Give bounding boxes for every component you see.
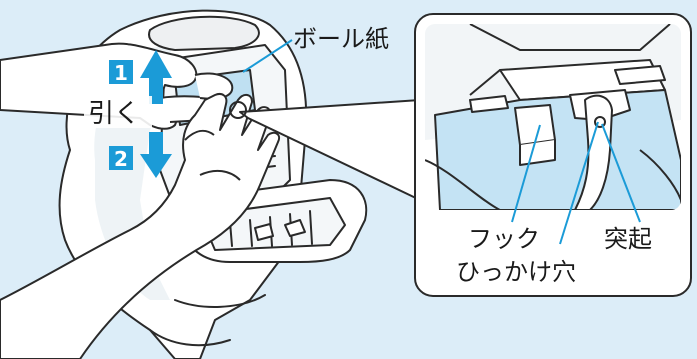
step-1-badge — [109, 60, 133, 84]
lower-hand — [0, 93, 280, 359]
hook-hole-label: ひっかけ穴 — [456, 258, 576, 286]
hook-hole-leader — [559, 121, 599, 245]
arrow-down-icon — [140, 132, 172, 178]
pull-label: 引く — [88, 99, 140, 129]
hook-label: フック — [468, 225, 540, 253]
step-2-number: 2 — [114, 147, 128, 171]
step-2-badge — [109, 146, 133, 170]
arrow-up-icon — [140, 50, 172, 104]
cardboard-leader — [242, 39, 293, 73]
closeup-image — [425, 24, 681, 210]
cardboard-label: ボール紙 — [293, 25, 389, 53]
protrusion-label: 突起 — [604, 225, 652, 253]
step-1-number: 1 — [114, 61, 128, 85]
hook-leader — [511, 124, 541, 223]
protrusion-leader — [601, 123, 641, 223]
